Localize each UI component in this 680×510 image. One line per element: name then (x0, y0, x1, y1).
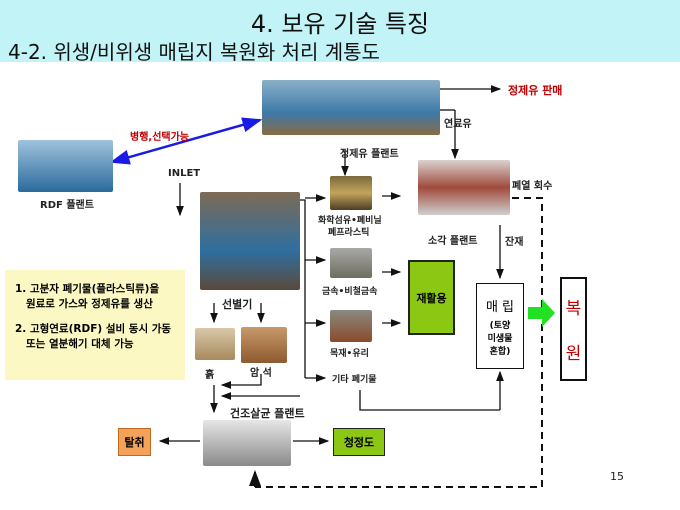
restore-box: 복 원 (560, 277, 587, 381)
item1-label-a: 화학섬유•폐비닐 (318, 216, 382, 226)
metal-image (330, 248, 372, 278)
wood-glass-image (330, 310, 372, 342)
item4-label: 기타 폐기물 (332, 375, 377, 385)
clean-soil-label: 청정도 (343, 436, 375, 449)
item2-label: 금속•비철금속 (322, 287, 378, 297)
feature-note: 1. 고분자 폐기물(플라스틱류)을 원료로 가스와 정제유를 생산 2. 고형… (5, 270, 185, 380)
sorter-label: 선별기 (222, 298, 253, 311)
parallel-label: 병행,선택가능 (130, 132, 189, 143)
landfill-sub1: (토양 (489, 320, 511, 331)
rock-image (241, 327, 287, 363)
residue-label: 잔재 (505, 237, 524, 248)
rdf-plant-image (18, 140, 113, 192)
note-line-1a: 1. 고분자 폐기물(플라스틱류)을 (15, 283, 160, 295)
note-line-1b: 원료로 가스와 정제유를 생산 (25, 298, 153, 310)
clean-soil-box: 청정도 (333, 428, 385, 456)
landfill-sub3: 혼합) (489, 346, 511, 357)
item3-label: 목재•유리 (330, 349, 369, 359)
rock-label: 암 석 (250, 368, 272, 379)
dry-plant-label: 건조살균 플랜트 (230, 407, 305, 420)
green-arrow-icon (528, 299, 555, 327)
oil-sale-label: 정제유 판매 (508, 84, 563, 97)
fuel-oil-label: 연료유 (444, 119, 472, 130)
recycle-box: 재활용 (408, 260, 455, 335)
oil-plant-image (262, 80, 440, 135)
dry-plant-image (203, 420, 291, 466)
note-line-2a: 2. 고형연료(RDF) 설비 동시 가동 (15, 323, 172, 335)
restore-label-1: 복 (565, 299, 582, 319)
incinerator-image (418, 160, 510, 215)
page-number: 15 (610, 470, 624, 483)
landfill-label: 매 립 (485, 299, 515, 315)
page-title: 4. 보유 기술 특징 (250, 10, 430, 38)
header-band (0, 0, 680, 62)
landfill-box: 매 립 (토양 미생물 혼합) (476, 283, 524, 369)
synthetic-waste-image (330, 176, 372, 210)
incinerator-label: 소각 플랜트 (428, 236, 478, 247)
deodor-label: 탈취 (124, 436, 145, 449)
rdf-plant-label: RDF 플랜트 (40, 200, 94, 211)
page-subtitle: 4-2. 위생/비위생 매립지 복원화 처리 계통도 (8, 40, 380, 64)
recycle-label: 재활용 (416, 291, 447, 305)
soil-image (195, 328, 235, 360)
inlet-label: INLET (168, 168, 201, 179)
heat-recovery-label: 폐열 회수 (512, 181, 553, 192)
landfill-sub2: 미생물 (487, 333, 513, 344)
note-line-2b: 또는 열분해기 대체 가능 (25, 338, 134, 350)
item1-label-b: 폐프라스틱 (328, 228, 370, 238)
restore-label-2: 원 (565, 344, 582, 364)
sorter-image (200, 192, 300, 290)
deodor-box: 탈취 (118, 428, 151, 456)
oil-plant-label: 정제유 플랜트 (340, 149, 399, 160)
soil-label: 흙 (205, 370, 215, 381)
